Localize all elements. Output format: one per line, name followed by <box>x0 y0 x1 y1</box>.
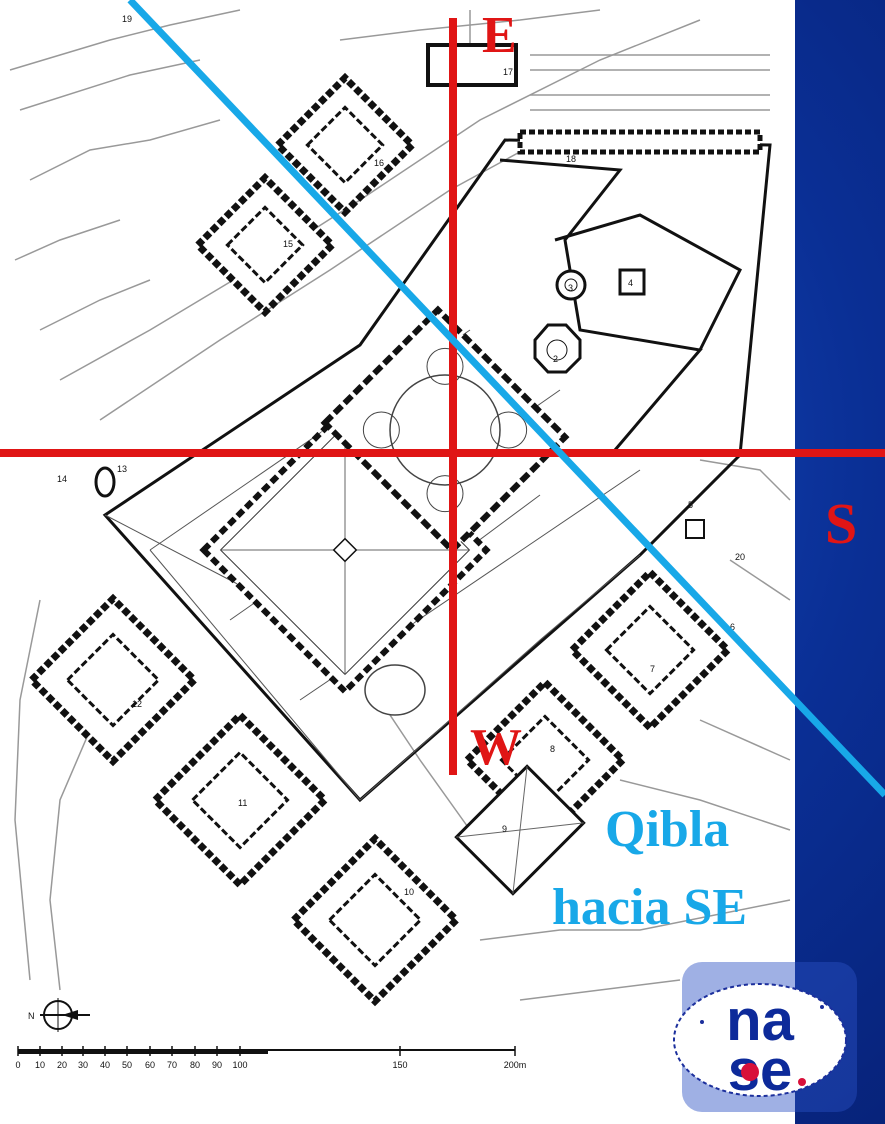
qibla-line <box>127 0 885 798</box>
building-number-15: 15 <box>283 239 293 249</box>
building-number-7: 7 <box>650 664 655 674</box>
building-number-20: 20 <box>735 552 745 562</box>
scale-label: 40 <box>100 1060 110 1070</box>
building-number-2: 2 <box>553 354 558 364</box>
madrasa-block <box>26 593 200 767</box>
madrasa-block <box>567 567 733 733</box>
building-number-14: 14 <box>57 474 67 484</box>
scale-label: 10 <box>35 1060 45 1070</box>
logo-star-icon <box>741 1063 759 1081</box>
svg-text:na: na <box>726 988 794 1053</box>
building-number-3: 3 <box>568 283 573 293</box>
building-number-10: 10 <box>404 887 414 897</box>
qibla-direction: hacia SE <box>552 879 748 936</box>
qibla-title: Qibla <box>605 801 730 858</box>
compass-label-right: S <box>825 491 858 556</box>
scale-label: 200m <box>504 1060 527 1070</box>
north-arrow-label: N <box>28 1011 35 1021</box>
building-number-4: 4 <box>628 278 633 288</box>
scale-label: 150 <box>392 1060 407 1070</box>
nase-logo: na se <box>673 962 857 1112</box>
madrasa-block <box>288 833 462 1007</box>
building-number-6: 6 <box>730 622 735 632</box>
scale-label: 90 <box>212 1060 222 1070</box>
building-number-16: 16 <box>374 158 384 168</box>
scale-label: 70 <box>167 1060 177 1070</box>
building-number-13: 13 <box>117 464 127 474</box>
plan-drawing: 2 3 4 5 6 7 8 9 10 11 12 13 14 15 16 17 18 19 20 N 0 10 20 30… <box>9 9 791 1070</box>
scale-label: 50 <box>122 1060 132 1070</box>
scale-label: 30 <box>78 1060 88 1070</box>
building-number-11: 11 <box>238 798 247 808</box>
svg-text:se: se <box>728 1038 793 1103</box>
building-number-9: 9 <box>502 824 507 834</box>
building-number-8: 8 <box>550 744 555 754</box>
madrasa-block <box>150 710 330 890</box>
building-number-18: 18 <box>566 154 576 164</box>
building-number-12: 12 <box>132 699 142 709</box>
scale-label: 100 <box>232 1060 247 1070</box>
scale-label: 20 <box>57 1060 67 1070</box>
building-number-5: 5 <box>688 500 693 510</box>
scale-bar: 0 10 20 30 40 50 60 70 80 90 100 150 200m <box>15 1046 526 1070</box>
compass-label-top: E <box>482 7 517 64</box>
scale-label: 0 <box>15 1060 20 1070</box>
scale-label: 80 <box>190 1060 200 1070</box>
compass-label-bottom: W <box>470 719 522 776</box>
north-arrow: N <box>28 998 90 1032</box>
building-number-19: 19 <box>122 14 132 24</box>
scale-label: 60 <box>145 1060 155 1070</box>
building-number-17: 17 <box>503 67 513 77</box>
